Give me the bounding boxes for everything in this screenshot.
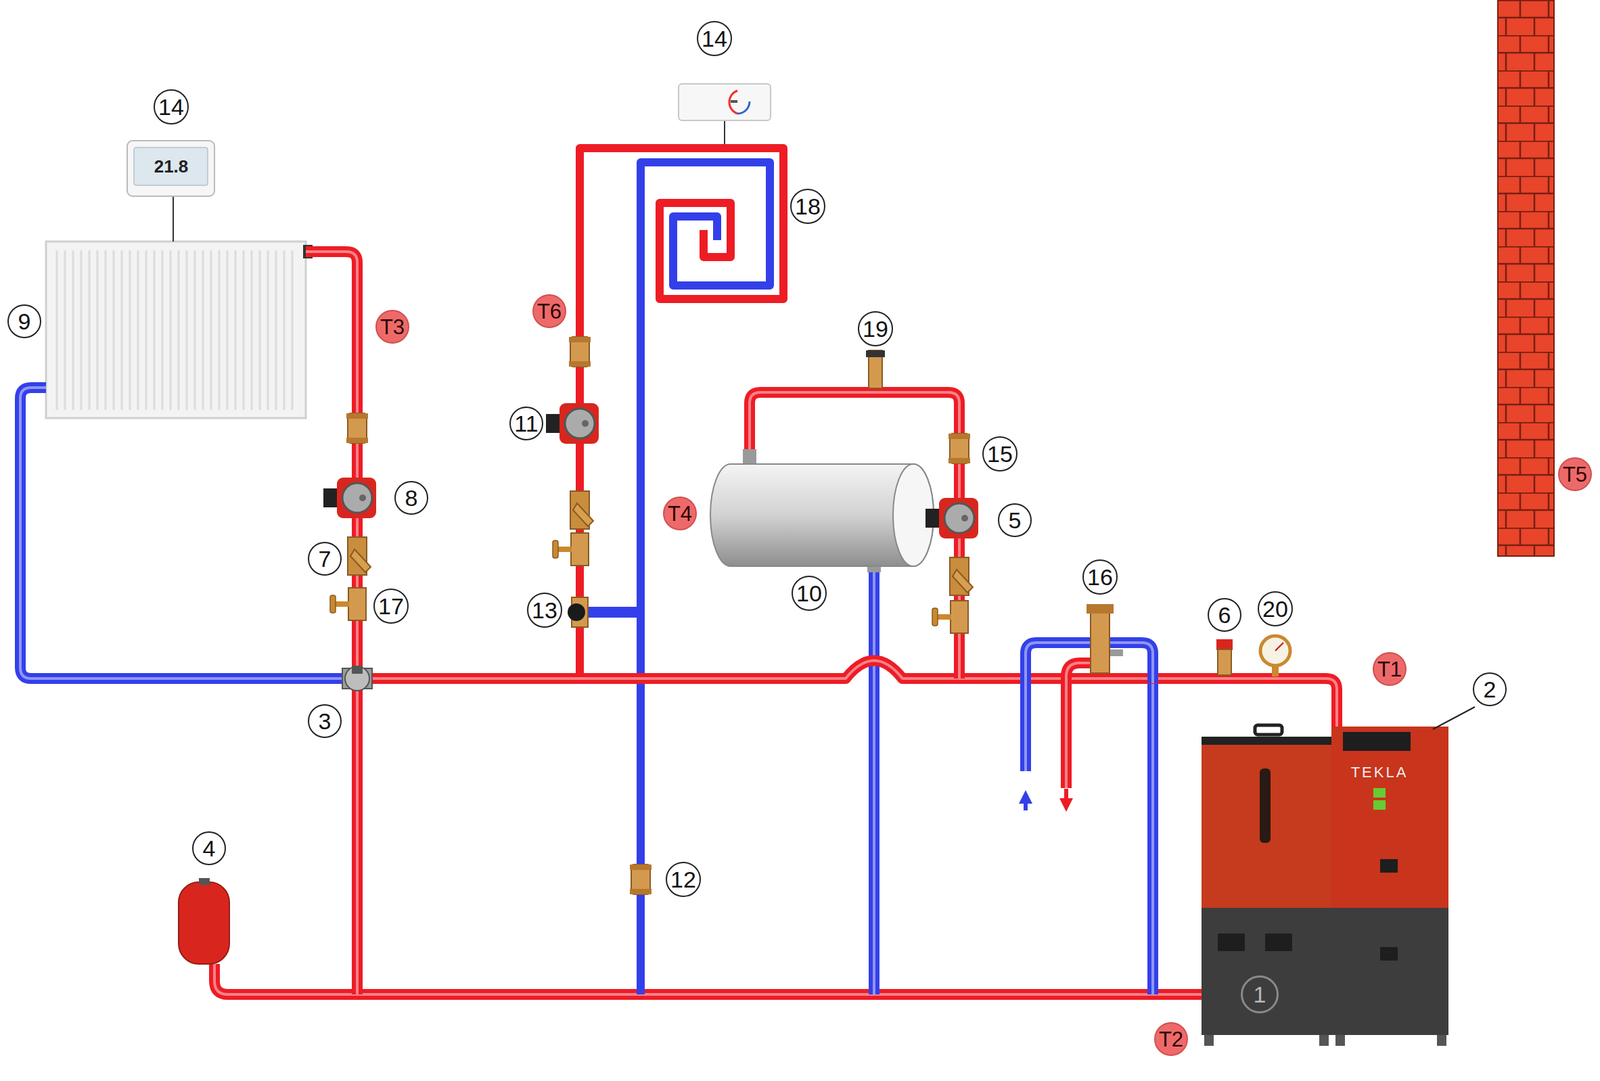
callout-number: 3 — [318, 709, 332, 733]
callout-number: 20 — [1262, 597, 1289, 621]
callout-number: 14 — [158, 95, 185, 119]
callout-number-holder: 2 — [1472, 672, 1507, 707]
callout-number: 5 — [1008, 508, 1022, 532]
display-reading: 21.8 — [154, 157, 189, 176]
callout-number-holder: 12 — [665, 861, 701, 898]
callout-number: 19 — [862, 317, 889, 341]
callout-number-holder: 11 — [509, 406, 544, 441]
callout-number-holder: 17 — [373, 588, 409, 624]
callout-number-holder: 4 — [192, 831, 226, 866]
callout-number: 14 — [701, 27, 728, 51]
callout-number: 18 — [794, 194, 821, 218]
callout-number: 10 — [796, 581, 822, 605]
brand-name: TEKLA — [1351, 765, 1409, 781]
callout-number: 16 — [1087, 565, 1113, 589]
callout-number-holder: 14 — [153, 89, 189, 125]
callout-number-holder: 3 — [307, 704, 342, 739]
sensor-tag-holder: T6 — [532, 294, 567, 329]
sensor-tag-holder: T4 — [663, 496, 697, 531]
sensor-tag: T3 — [380, 316, 405, 338]
callout-number-holder: 8 — [394, 481, 429, 515]
sensor-tag: T1 — [1377, 658, 1402, 680]
display-reading-holder: 21.8 — [154, 157, 189, 176]
callout-number-holder: 6 — [1207, 598, 1242, 632]
callout-number-holder: 14 — [696, 20, 733, 57]
callout-number: 17 — [378, 594, 404, 618]
callout-number-holder: 9 — [7, 304, 42, 339]
sensor-tag: T5 — [1562, 464, 1588, 486]
sensor-tag: T6 — [537, 301, 562, 323]
sensor-tag-holder: T5 — [1558, 457, 1592, 492]
callout-number-holder: 13 — [527, 592, 563, 628]
callout-number: 15 — [987, 442, 1013, 466]
callout-number: 11 — [514, 412, 538, 436]
callout-number-holder: 7 — [307, 541, 342, 576]
callout-number: 6 — [1218, 603, 1232, 627]
sensor-tag: T4 — [667, 503, 693, 525]
callout-number-holder: 1 — [1240, 975, 1279, 1014]
callout-number: 8 — [405, 486, 419, 510]
callout-number: 9 — [18, 309, 32, 333]
callout-number-holder: 18 — [790, 188, 826, 224]
sensor-tag-holder: T3 — [375, 309, 410, 344]
callout-number-holder: 10 — [791, 575, 827, 611]
callout-number-holder: 20 — [1257, 591, 1293, 627]
callout-number-holder: 16 — [1082, 559, 1118, 595]
sensor-tag-holder: T1 — [1372, 652, 1407, 687]
sensor-tag-holder: T2 — [1154, 1022, 1188, 1057]
callout-number-holder: 15 — [982, 436, 1018, 472]
callout-number: 2 — [1483, 677, 1497, 701]
callout-number: 13 — [531, 598, 558, 622]
sensor-tag: T2 — [1158, 1029, 1184, 1050]
callout-number: 7 — [318, 547, 332, 571]
callout-number: 1 — [1253, 983, 1267, 1007]
callout-number-holder: 5 — [997, 503, 1032, 538]
callout-number-holder: 19 — [857, 311, 894, 347]
callout-number: 4 — [202, 836, 216, 860]
brand-name-holder: TEKLA — [1351, 765, 1409, 781]
callout-number: 12 — [670, 867, 697, 891]
